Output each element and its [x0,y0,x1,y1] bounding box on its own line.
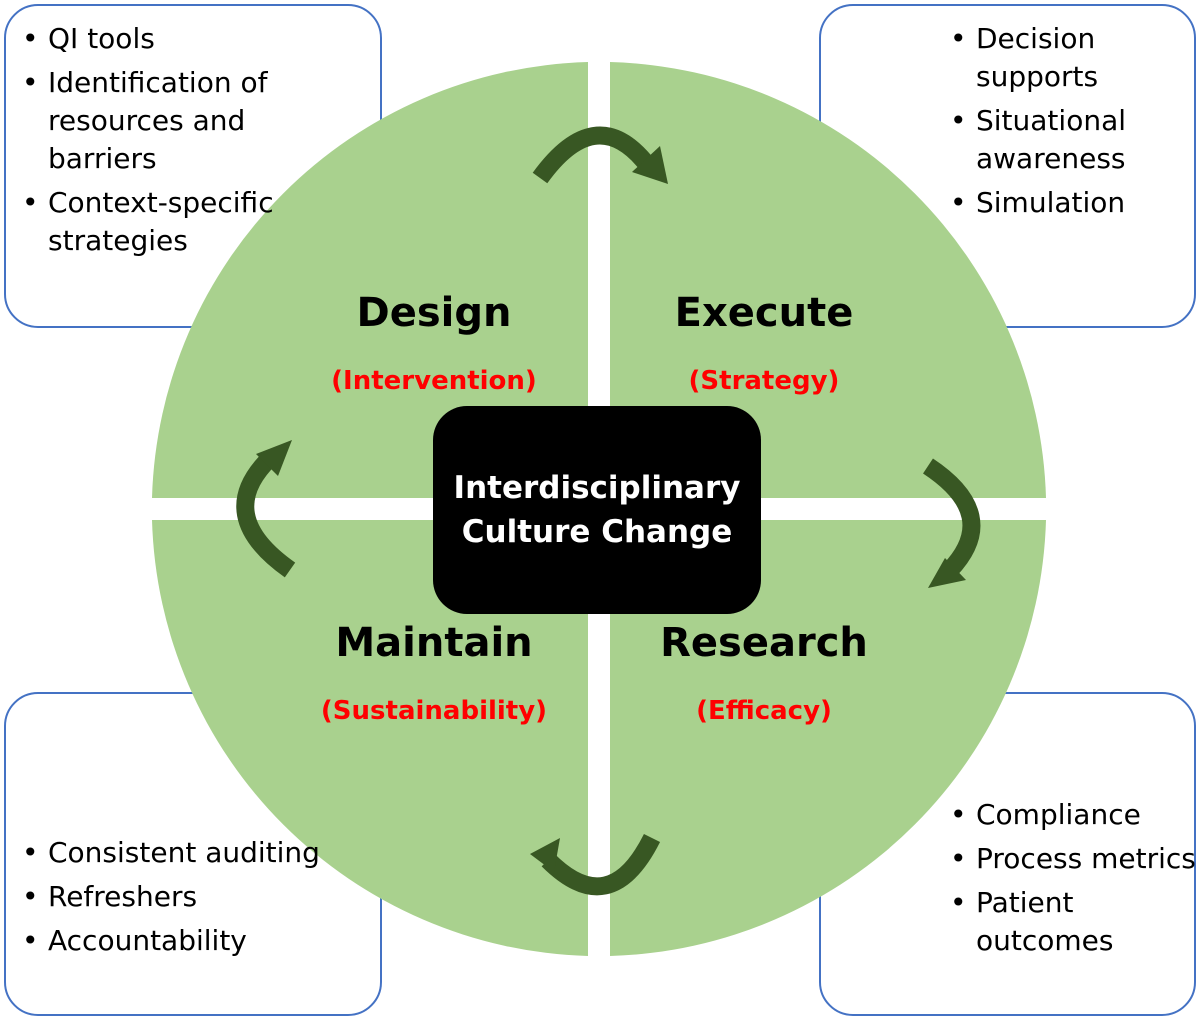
bullet-list-top-left: QI tools Identification of resources and… [22,20,288,266]
quadrant-subtitle-maintain: (Sustainability) [320,696,548,726]
quadrant-research [610,520,1046,956]
center-label-box: Interdisciplinary Culture Change [433,406,761,614]
quadrant-execute [610,62,1046,498]
center-label-line1: Interdisciplinary [453,470,741,506]
list-item: Simulation [950,184,1200,222]
bullet-list-top-right: Decision supports Situational awareness … [950,20,1200,228]
list-item: Consistent auditing [22,834,348,872]
cycle-arrow-icon [922,458,981,588]
list-item: Accountability [22,922,348,960]
quadrant-subtitle-execute: (Strategy) [688,366,840,396]
cycle-arrow-icon [530,833,661,896]
quadrant-title-research: Research [660,620,868,666]
list-item: Context-specific strategies [22,184,288,260]
list-item: Process metrics [950,840,1200,878]
list-item: Situational awareness [950,102,1200,178]
quadrant-maintain [152,520,588,956]
cycle-arrow-icon [532,126,668,184]
quadrant-design [152,62,588,498]
quadrant-title-execute: Execute [674,290,854,336]
bullet-list-bottom-left: Consistent auditing Refreshers Accountab… [22,834,348,966]
quadrant-subtitle-design: (Intervention) [331,366,537,396]
quadrant-title-maintain: Maintain [335,620,533,666]
list-item: Compliance [950,796,1200,834]
list-item: Refreshers [22,878,348,916]
cycle-arrow-icon [236,440,296,578]
list-item: QI tools [22,20,288,58]
quadrant-subtitle-research: (Efficacy) [696,696,832,726]
quadrant-title-design: Design [356,290,512,336]
bullet-list-bottom-right: Compliance Process metrics Patient outco… [950,796,1200,966]
list-item: Identification of resources and barriers [22,64,288,178]
list-item: Patient outcomes [950,884,1200,960]
list-item: Decision supports [950,20,1200,96]
center-label-line2: Culture Change [461,514,733,550]
